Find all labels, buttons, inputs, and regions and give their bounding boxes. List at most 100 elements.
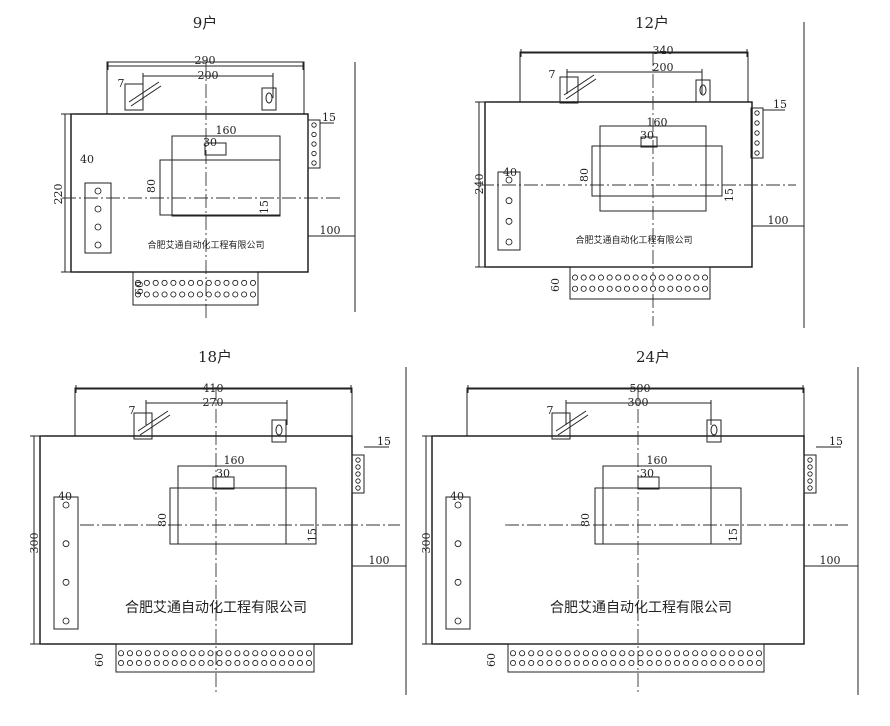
dim-width: 340 <box>653 44 674 57</box>
terminal-screw <box>94 205 102 213</box>
terminal-screw <box>62 617 70 625</box>
terminal-screw <box>519 650 526 657</box>
panel-p18: 18户合肥艾通自动化工程有限公司410270300160308015154010… <box>28 348 407 695</box>
dim-80: 80 <box>578 168 591 182</box>
terminal-screw <box>223 291 230 298</box>
terminal-screw <box>624 285 631 292</box>
dim-40: 40 <box>80 153 94 166</box>
connector-pin <box>355 457 361 463</box>
terminal-screw <box>702 285 709 292</box>
panel-p9: 9户合肥艾通自动化工程有限公司2902002201603080151540100… <box>52 14 356 318</box>
terminal-screw <box>225 650 232 657</box>
terminal-screw <box>505 217 513 225</box>
terminal-screw <box>546 660 553 667</box>
terminal-screw <box>144 650 151 657</box>
mount-lug-leader <box>565 78 597 100</box>
mount-lug-leader <box>555 410 587 432</box>
terminal-screw <box>589 285 596 292</box>
dim-15-inner: 15 <box>727 528 740 542</box>
terminal-screw <box>454 578 462 586</box>
terminal-screw <box>189 650 196 657</box>
terminal-screw <box>135 660 142 667</box>
terminal-screw <box>572 274 579 281</box>
terminal-screw <box>628 660 635 667</box>
terminal-screw <box>555 650 562 657</box>
terminal-screw <box>180 650 187 657</box>
dim-160: 160 <box>216 124 237 137</box>
terminal-screw <box>179 279 186 286</box>
terminal-screw <box>564 650 571 657</box>
terminal-screw <box>610 660 617 667</box>
meter-outline-inner <box>591 145 723 197</box>
terminal-screw <box>252 660 259 667</box>
terminal-screw <box>94 223 102 231</box>
dim-80: 80 <box>145 179 158 193</box>
dim-100: 100 <box>820 554 841 567</box>
dim-40: 40 <box>58 490 72 503</box>
terminal-screw <box>188 291 195 298</box>
terminal-screw <box>756 650 763 657</box>
mount-lug-leader <box>139 414 171 436</box>
terminal-screw <box>297 660 304 667</box>
meter-tab <box>204 142 227 156</box>
terminal-screw <box>632 274 639 281</box>
terminal-screw <box>615 285 622 292</box>
terminal-screw <box>683 650 690 657</box>
terminal-screw <box>454 501 462 509</box>
terminal-screw <box>580 285 587 292</box>
terminal-screw <box>162 660 169 667</box>
terminal-screw <box>582 650 589 657</box>
terminal-screw <box>610 650 617 657</box>
meter-outline <box>602 465 712 545</box>
meter-tab <box>637 476 660 490</box>
terminal-screw <box>710 660 717 667</box>
dim-height: 300 <box>420 533 433 554</box>
terminal-screw <box>249 291 256 298</box>
dim-30: 30 <box>203 136 217 149</box>
terminal-screw <box>118 660 125 667</box>
panel-p12: 12户合肥艾通自动化工程有限公司340200240160308015154010… <box>473 14 805 328</box>
connector-pin <box>807 464 813 470</box>
dim-15-inner: 15 <box>723 188 736 202</box>
terminal-screw <box>205 291 212 298</box>
connector-pin <box>754 110 760 116</box>
terminal-screw <box>737 650 744 657</box>
terminal-screw <box>134 279 141 286</box>
terminal-screw <box>162 650 169 657</box>
terminal-screw <box>297 650 304 657</box>
terminal-screw <box>676 274 683 281</box>
dim-15: 15 <box>773 98 787 111</box>
dim-7: 7 <box>118 77 125 90</box>
connector-pin <box>754 130 760 136</box>
dim-width: 500 <box>630 382 651 395</box>
terminal-screw <box>580 274 587 281</box>
terminal-screw <box>243 660 250 667</box>
dim-mount-width: 200 <box>198 69 219 82</box>
mount-lug-left <box>551 412 571 440</box>
terminal-screw <box>573 650 580 657</box>
terminal-screw <box>582 660 589 667</box>
dim-60: 60 <box>133 281 146 295</box>
terminal-screw <box>171 660 178 667</box>
meter-outline <box>177 465 287 545</box>
terminal-screw <box>746 660 753 667</box>
mount-lug-leader <box>563 74 595 96</box>
mount-lug-right <box>271 419 287 443</box>
terminal-screw <box>196 291 203 298</box>
terminal-screw <box>655 650 662 657</box>
terminal-screw <box>674 650 681 657</box>
terminal-screw <box>537 660 544 667</box>
mount-lug-leader <box>130 85 162 107</box>
panel-title: 24户 <box>636 348 670 366</box>
terminal-screw <box>279 650 286 657</box>
terminal-screw <box>234 650 241 657</box>
terminal-screw <box>592 650 599 657</box>
bottom-terminal-strip <box>115 643 315 673</box>
dim-7: 7 <box>547 404 554 417</box>
terminal-screw <box>641 285 648 292</box>
company-name: 合肥艾通自动化工程有限公司 <box>125 600 307 616</box>
terminal-screw <box>171 650 178 657</box>
terminal-screw <box>143 279 150 286</box>
terminal-screw <box>118 650 125 657</box>
terminal-screw <box>606 285 613 292</box>
